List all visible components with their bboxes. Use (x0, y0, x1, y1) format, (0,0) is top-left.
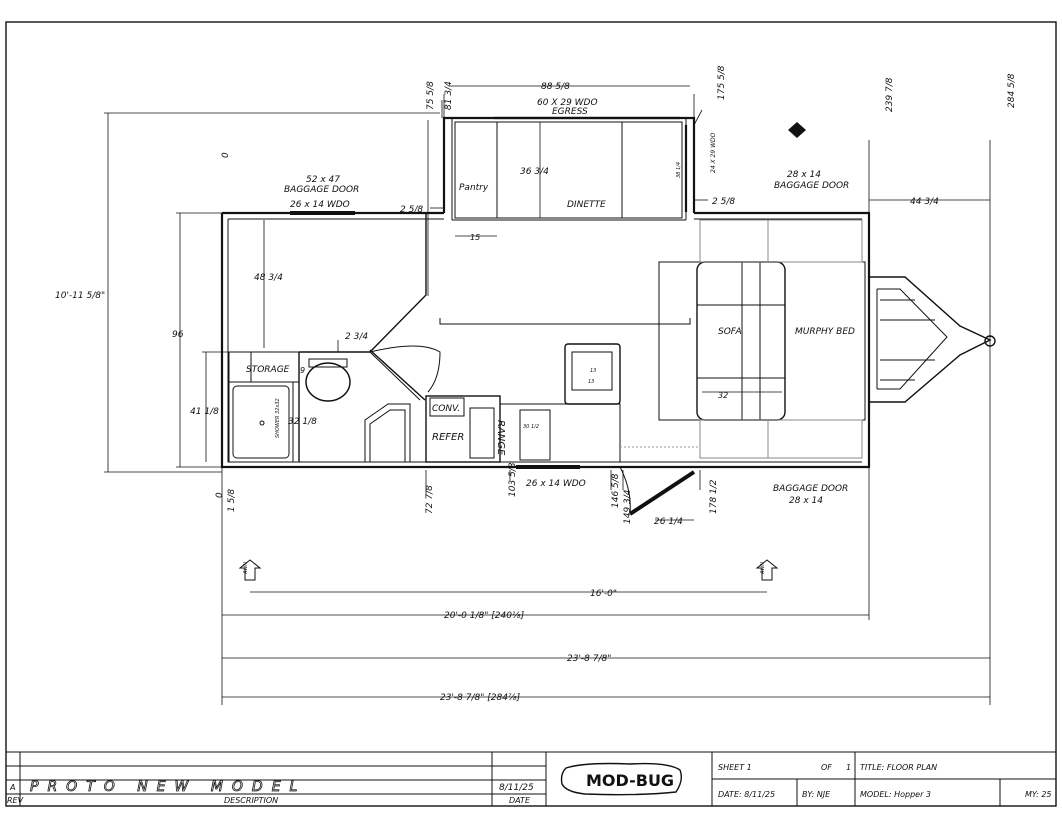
egress-size-label: 60 X 29 WDO (537, 98, 598, 108)
dim-284-5-8: 284 5/8 (1007, 73, 1017, 108)
refer-label: REFER (432, 432, 464, 443)
dim-239-7-8: 239 7/8 (885, 77, 895, 112)
dim-2-5-8-left: 2 5/8 (400, 205, 423, 215)
dim-15: 15 (470, 233, 480, 242)
dim-9: 9 (300, 366, 305, 375)
kitchen (364, 343, 700, 463)
sofa-murphy-bed (658, 219, 866, 459)
sink-label: 13 (590, 368, 596, 374)
model-label: MODEL: Hopper 3 (860, 790, 931, 799)
range-label: RANGE (495, 420, 506, 456)
trailer-outline (220, 116, 996, 469)
shower-label: SHOWER 32x32 (275, 398, 281, 438)
dim-96: 96 (172, 330, 184, 340)
dim-48-3-4: 48 3/4 (254, 273, 283, 283)
dim-36-3-4: 36 3/4 (520, 167, 549, 177)
murphy-bed-label: MURPHY BED (795, 327, 855, 337)
dim-20ft: 20'-0 1/8" [240⅛] (444, 611, 525, 621)
dim-30-1-2: 30 1/2 (523, 424, 539, 430)
dim-0-bottom: 0 (215, 492, 225, 498)
date-label: DATE (509, 796, 531, 805)
awn-left-label: AWN (243, 562, 249, 575)
dim-26-1-4: 26 1/4 (654, 517, 683, 527)
storage-label: STORAGE (246, 365, 290, 375)
dim-88-5-8: 88 5/8 (541, 82, 570, 92)
description-value: PROTO NEW MODEL (30, 779, 306, 795)
of-label: OF (821, 763, 832, 772)
bathroom (228, 213, 441, 463)
dim-16ft: 16'-0" (590, 589, 617, 599)
logo-text: MOD-BUG (586, 771, 674, 790)
awning-marker-right (755, 559, 779, 581)
egress-label: EGRESS (552, 107, 588, 117)
awning-marker-left (238, 559, 262, 581)
baggage-right-top-size: 28 x 14 (787, 170, 821, 180)
dim-149-3-4: 149 3/4 (623, 489, 633, 524)
date-value: 8/11/25 (499, 783, 534, 793)
date-full-label: DATE: 8/11/25 (718, 790, 775, 799)
sheet-label: SHEET 1 (718, 763, 752, 772)
dinette-label: DINETTE (567, 200, 606, 210)
baggage-right-bottom-size: 28 x 14 (789, 496, 823, 506)
description-label: DESCRIPTION (224, 796, 278, 805)
title-label: TITLE: FLOOR PLAN (860, 763, 937, 772)
sheet-border (5, 21, 1057, 807)
dinette-area (454, 116, 688, 219)
dim-175-5-8: 175 5/8 (717, 65, 727, 100)
baggage-left-size: 52 x 47 (306, 175, 340, 185)
dim-103-5-8: 103 5/8 (508, 462, 518, 497)
entry-door (628, 470, 696, 516)
dim-146-5-8: 146 5/8 (611, 473, 621, 508)
baggage-right-bottom-label: BAGGAGE DOOR (773, 484, 848, 494)
mod-bug-logo-outline (560, 762, 683, 796)
dim-75-5-8: 75 5/8 (426, 81, 436, 110)
rev-label: REV (7, 796, 24, 805)
dim-2-5-8-right: 2 5/8 (712, 197, 735, 207)
dim-178-1-2: 178 1/2 (709, 479, 719, 514)
dim-44-3-4: 44 3/4 (910, 197, 939, 207)
dim-0-top: 0 (221, 152, 231, 158)
awn-right-label: AWN (760, 562, 766, 575)
dim-81-3-4: 81 3/4 (444, 81, 454, 110)
dim-23ft-a: 23'-8 7/8" (567, 654, 611, 664)
dim-72-7-8: 72 7/8 (425, 485, 435, 514)
sink-inner-label: 13 (588, 379, 594, 385)
sheet-total: 1 (846, 763, 851, 772)
dim-23ft-b: 23'-8 7/8" [284⅞] (440, 693, 521, 703)
dim-32: 32 (718, 391, 728, 400)
by-label: BY: NJE (802, 790, 831, 799)
sofa-label: SOFA (718, 327, 742, 337)
pantry-label: Pantry (459, 183, 489, 193)
baggage-left-label: BAGGAGE DOOR (284, 185, 359, 195)
side-wdo-label: 24 X 29 WDO (710, 132, 717, 173)
dimension-lines (104, 85, 991, 705)
rev-value: A (9, 783, 15, 792)
dim-32-1-8: 32 1/8 (288, 417, 317, 427)
baggage-right-top-label: BAGGAGE DOOR (774, 181, 849, 191)
dim-38-1-4: 38 1/4 (676, 162, 682, 178)
dim-1-5-8: 1 5/8 (227, 489, 237, 512)
dim-10ft: 10'-11 5/8" (55, 291, 105, 301)
dim-41-1-8: 41 1/8 (190, 407, 219, 417)
title-block (6, 751, 1056, 806)
diamond-marker (788, 122, 806, 138)
wdo-top-left-label: 26 x 14 WDO (290, 200, 350, 210)
wdo-bottom-label: 26 x 14 WDO (526, 479, 586, 489)
my-label: MY: 25 (1025, 790, 1052, 799)
conv-label: CONV. (432, 404, 460, 414)
dim-2-3-4: 2 3/4 (345, 332, 368, 342)
